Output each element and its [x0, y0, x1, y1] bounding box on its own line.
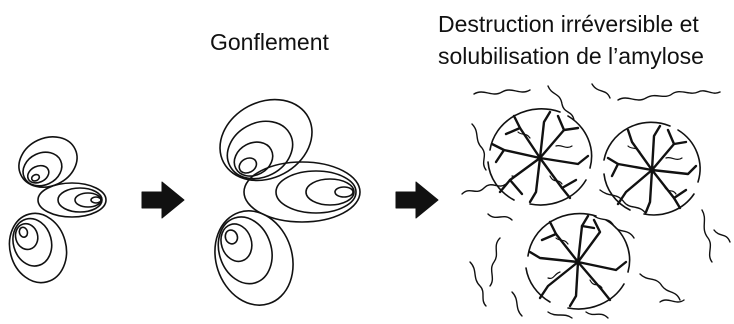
swollen-granules-group	[203, 84, 360, 315]
disrupted-granule-3	[526, 214, 630, 309]
native-granule-bottom	[2, 207, 74, 289]
destroyed-granules-group	[462, 84, 730, 318]
native-granule-top	[11, 128, 86, 197]
arrow-2	[396, 182, 438, 218]
swollen-granule-bottom	[203, 201, 305, 316]
swelling-label: Gonflement	[210, 28, 329, 56]
disrupted-granule-2	[604, 122, 700, 215]
arrow-1	[142, 182, 184, 218]
disrupted-granule-1	[488, 109, 592, 205]
destruction-label-line-1: Destruction irréversible et	[438, 10, 699, 38]
swollen-granule-top	[206, 84, 326, 196]
native-granules-group	[2, 128, 106, 289]
destruction-label-line-2: solubilisation de l’amylose	[438, 42, 704, 70]
native-granule-right	[38, 183, 106, 217]
